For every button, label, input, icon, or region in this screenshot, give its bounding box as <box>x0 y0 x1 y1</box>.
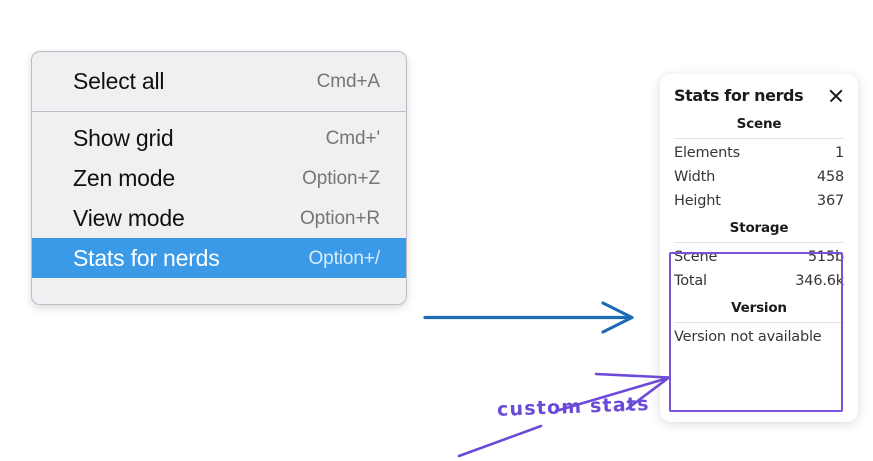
menu-item-view-mode[interactable]: View mode Option+R <box>32 198 406 238</box>
stat-row-storage-scene: Scene 515b <box>674 245 844 269</box>
stat-label: Total <box>674 273 707 289</box>
menu-bottom-padding <box>32 278 406 297</box>
close-icon[interactable] <box>828 88 844 104</box>
stat-label: Width <box>674 169 716 185</box>
stats-for-nerds-panel: Stats for nerds Scene Elements 1 Width 4… <box>660 74 858 422</box>
menu-item-label: View mode <box>73 204 185 231</box>
menu-item-zen-mode[interactable]: Zen mode Option+Z <box>32 158 406 198</box>
menu-item-stats-for-nerds[interactable]: Stats for nerds Option+/ <box>32 238 406 278</box>
purple-underline-stroke <box>457 424 543 458</box>
menu-item-select-all[interactable]: Select all Cmd+A <box>32 61 406 101</box>
stats-panel-body: Scene Elements 1 Width 458 Height 367 St… <box>660 109 858 349</box>
blue-arrow <box>423 301 634 334</box>
stat-value: 1 <box>834 145 844 161</box>
menu-item-shortcut: Option+/ <box>308 247 380 269</box>
stat-label: Height <box>674 193 721 209</box>
menu-item-label: Select all <box>73 67 165 94</box>
section-title-storage: Storage <box>729 220 789 236</box>
menu-section-2: Show grid Cmd+' Zen mode Option+Z View m… <box>32 111 406 304</box>
stat-label: Elements <box>674 145 740 161</box>
menu-item-shortcut: Option+Z <box>302 167 380 189</box>
stat-row-width: Width 458 <box>674 165 844 189</box>
divider <box>674 242 844 243</box>
stat-label: Scene <box>674 249 718 265</box>
stat-value: 367 <box>816 193 844 209</box>
menu-item-show-grid[interactable]: Show grid Cmd+' <box>32 118 406 158</box>
menu-item-label: Stats for nerds <box>73 244 220 271</box>
custom-stats-annotation-label: custom stats <box>496 393 651 421</box>
stat-row-version: Version not available <box>674 325 844 349</box>
stat-row-elements: Elements 1 <box>674 141 844 165</box>
divider <box>674 322 844 323</box>
stats-panel-title: Stats for nerds <box>674 86 804 105</box>
menu-item-shortcut: Option+R <box>300 207 380 229</box>
section-title-version: Version <box>731 300 787 316</box>
context-menu: Select all Cmd+A Show grid Cmd+' Zen mod… <box>31 51 407 305</box>
stat-value: 458 <box>816 169 844 185</box>
stats-panel-header: Stats for nerds <box>660 74 858 109</box>
stat-value: 515b <box>807 249 844 265</box>
version-text: Version not available <box>674 329 822 345</box>
menu-item-shortcut: Cmd+A <box>316 70 380 92</box>
menu-item-shortcut: Cmd+' <box>325 127 380 149</box>
stat-row-height: Height 367 <box>674 189 844 213</box>
divider <box>674 138 844 139</box>
menu-section-1: Select all Cmd+A <box>32 52 406 111</box>
section-title-scene: Scene <box>736 116 782 132</box>
stat-value: 346.6k <box>795 273 844 289</box>
menu-item-label: Show grid <box>73 124 174 151</box>
stat-row-storage-total: Total 346.6k <box>674 269 844 293</box>
menu-item-label: Zen mode <box>73 164 175 191</box>
